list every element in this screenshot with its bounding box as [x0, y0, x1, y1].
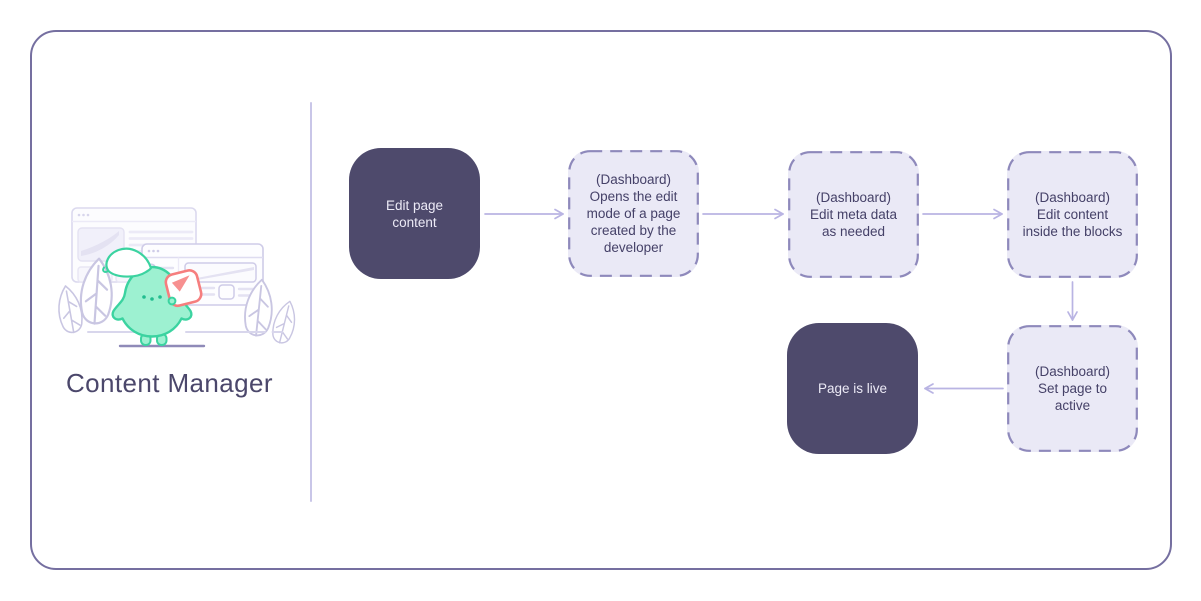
node-label: Edit page content	[385, 197, 444, 230]
arrow-left-icon	[924, 383, 1004, 394]
vertical-divider	[310, 102, 312, 502]
leaf-icon	[102, 247, 153, 278]
flow-node-set-page-active: (Dashboard) Set page to active	[1007, 325, 1138, 452]
arrow-right-icon	[702, 208, 784, 220]
node-label: Edit content inside the blocks	[1022, 207, 1123, 239]
dashed-border	[788, 151, 919, 278]
node-label: Edit meta data as needed	[809, 207, 898, 239]
arrow-right-icon	[484, 208, 564, 220]
flow-node-edit-content-blocks: (Dashboard) Edit content inside the bloc…	[1007, 151, 1138, 278]
node-prefix: (Dashboard)	[1034, 190, 1111, 205]
dashed-border	[1007, 151, 1138, 278]
plant-icon	[58, 257, 296, 344]
arrow-right-icon	[922, 208, 1003, 220]
flow-node-edit-meta-data: (Dashboard) Edit meta data as needed	[788, 151, 919, 278]
diagram-card: Content Manager Edit page content (Dashb…	[30, 30, 1172, 570]
page-title: Content Manager	[66, 368, 273, 398]
mascot-icon	[102, 247, 203, 346]
node-prefix: (Dashboard)	[1034, 364, 1111, 379]
card-icon	[164, 269, 203, 308]
flow-node-edit-page-content: Edit page content	[349, 148, 480, 279]
flow-node-page-is-live: Page is live	[787, 323, 918, 454]
node-prefix: (Dashboard)	[595, 172, 672, 187]
dashed-border	[1007, 325, 1138, 452]
flow-node-open-edit-mode: (Dashboard) Opens the edit mode of a pag…	[568, 150, 699, 277]
node-label: Page is live	[817, 381, 888, 396]
arrow-down-icon	[1067, 281, 1078, 321]
node-prefix: (Dashboard)	[815, 190, 892, 205]
content-manager-illustration	[58, 207, 296, 348]
node-label: Set page to active	[1037, 381, 1108, 413]
node-label: Opens the edit mode of a page created by…	[586, 189, 681, 255]
dashed-border	[568, 150, 699, 277]
